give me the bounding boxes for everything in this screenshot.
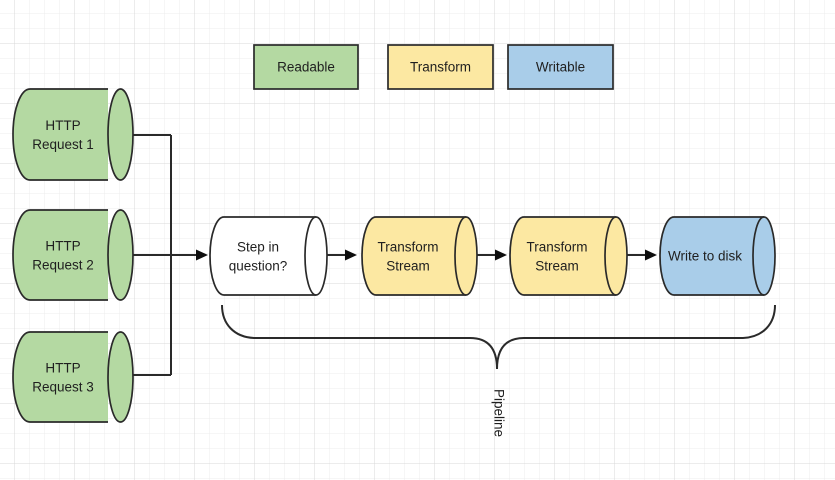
transform-stream-2-node[interactable]: Transform Stream (509, 216, 628, 296)
arrow-transform2-to-writable[interactable] (627, 249, 657, 261)
write-to-disk-label: Write to disk (668, 249, 742, 264)
legend-writable-box (507, 44, 614, 90)
arrowhead-icon (196, 249, 208, 261)
legend-transform-box (387, 44, 494, 90)
cylinder-cap (107, 209, 134, 301)
connectors (133, 134, 657, 376)
arrowhead-icon (645, 249, 657, 261)
source-http-request-3[interactable]: HTTP Request 3 (12, 331, 134, 423)
transform-2-label-line2: Stream (535, 259, 579, 274)
legend-writable-label: Writable (536, 60, 585, 75)
arrowhead-icon (345, 249, 357, 261)
transform-1-label-line1: Transform (377, 240, 438, 255)
source-http-request-2[interactable]: HTTP Request 2 (12, 209, 134, 301)
cylinder-body (509, 216, 616, 296)
transform-2-label-line1: Transform (526, 240, 587, 255)
cylinder-body (12, 331, 108, 423)
cylinder-cap (454, 216, 478, 296)
source-1-label-line1: HTTP (45, 118, 80, 133)
cylinder-body (659, 216, 764, 296)
source-3-label-line2: Request 3 (32, 380, 94, 395)
legend: Readable Transform Writable (253, 44, 614, 90)
step-label-line1: Step in (237, 240, 279, 255)
curly-brace (221, 304, 776, 370)
cylinder-body (12, 209, 108, 301)
arrow-step-to-transform1[interactable] (327, 249, 357, 261)
source-1-label-line2: Request 1 (32, 137, 94, 152)
cylinder-cap (304, 216, 328, 296)
step-label-line2: question? (229, 259, 288, 274)
cylinder-cap (107, 88, 134, 181)
arrow-transform1-to-transform2[interactable] (477, 249, 507, 261)
legend-readable-box (253, 44, 359, 90)
cylinder-cap (752, 216, 776, 296)
legend-item-writable[interactable]: Writable (507, 44, 614, 90)
cylinder-cap (604, 216, 628, 296)
source-3-label-line1: HTTP (45, 361, 80, 376)
legend-transform-label: Transform (410, 60, 471, 75)
source-2-label-line2: Request 2 (32, 258, 94, 273)
source-2-label-line1: HTTP (45, 239, 80, 254)
legend-item-transform[interactable]: Transform (387, 44, 494, 90)
cylinder-body (361, 216, 466, 296)
arrow-sources-to-step[interactable] (133, 249, 208, 261)
legend-readable-label: Readable (277, 60, 335, 75)
pipeline-annotation[interactable]: Pipeline (221, 304, 776, 437)
source-http-request-1[interactable]: HTTP Request 1 (12, 88, 134, 181)
legend-item-readable[interactable]: Readable (253, 44, 359, 90)
cylinder-cap (107, 331, 134, 423)
write-to-disk-node[interactable]: Write to disk (659, 216, 776, 296)
pipeline-brace-label: Pipeline (492, 389, 507, 437)
transform-1-label-line2: Stream (386, 259, 430, 274)
cylinder-body (209, 216, 316, 296)
step-in-question-node[interactable]: Step in question? (209, 216, 328, 296)
arrowhead-icon (495, 249, 507, 261)
transform-stream-1-node[interactable]: Transform Stream (361, 216, 478, 296)
cylinder-body (12, 88, 108, 181)
